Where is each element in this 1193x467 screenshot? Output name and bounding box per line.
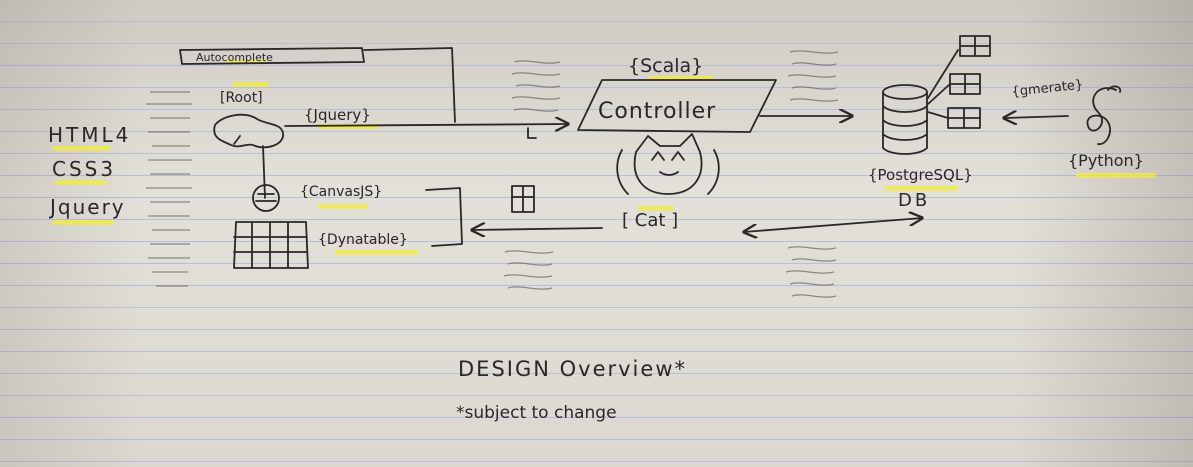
stack-line-html: HTML4 xyxy=(48,123,131,147)
python-to-db-arrow xyxy=(1004,116,1069,118)
python-label: {Python} xyxy=(1068,151,1144,170)
db-tables-icon xyxy=(927,35,991,129)
autocomplete-box xyxy=(179,47,365,65)
subject-to-change-note: *subject to change xyxy=(456,403,617,423)
scribble-column-left xyxy=(146,91,192,287)
scribble-column-right xyxy=(785,50,839,298)
jquery-to-controller-arrow xyxy=(284,124,568,126)
dynatable-label: {Dynatable} xyxy=(318,232,408,248)
stack-line-jquery: Jquery xyxy=(48,195,126,219)
cat-icon xyxy=(616,133,720,195)
stack-line-css: CSS3 xyxy=(52,157,116,181)
autocomplete-connector xyxy=(363,47,456,123)
mouse-icon xyxy=(213,113,284,199)
db-label: DB xyxy=(898,190,930,211)
database-icon xyxy=(882,84,928,155)
highlight-marks xyxy=(52,60,1156,255)
cat-label: [ Cat ] xyxy=(622,210,678,231)
controller-label: Controller xyxy=(598,99,716,124)
root-label: [Root] xyxy=(220,90,263,106)
scala-label: {Scala} xyxy=(628,55,703,77)
postgresql-label: {PostgreSQL} xyxy=(868,166,973,184)
scribble-column-mid xyxy=(503,60,561,290)
db-cat-arrow xyxy=(744,218,922,232)
gmerate-label: {gmerate} xyxy=(1011,78,1084,100)
design-overview-title: DESIGN Overview* xyxy=(458,357,687,381)
canvas-ball-icon xyxy=(252,184,280,212)
table-grid-icon xyxy=(233,221,309,269)
cat-to-view-arrow xyxy=(472,228,603,230)
canvasjs-label: {CanvasJS} xyxy=(300,184,382,200)
jquery-label: {Jquery} xyxy=(304,106,371,124)
small-table-icon xyxy=(511,185,535,213)
bracket-connector xyxy=(425,187,463,247)
autocomplete-label: Autocomplete xyxy=(196,51,273,64)
python-snake-icon xyxy=(1086,85,1122,145)
controller-box xyxy=(577,79,777,133)
